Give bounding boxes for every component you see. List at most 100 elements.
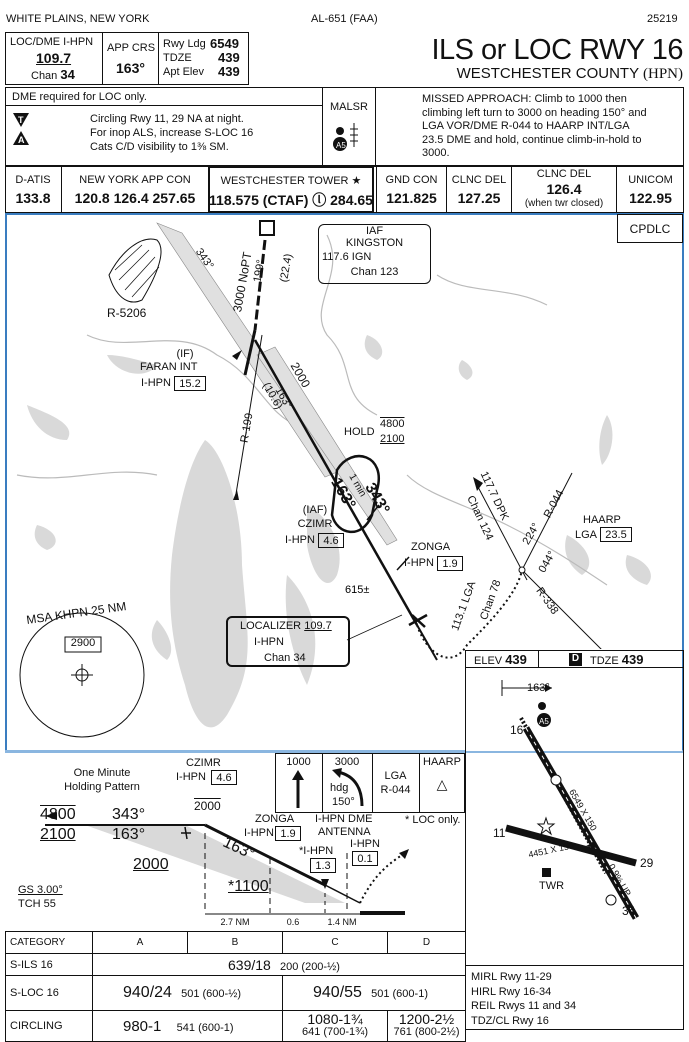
haarp-lga: LGA [575,529,598,541]
apt-elev-value: 439 [505,652,527,667]
rwy-ldg: 6549 [210,36,239,51]
reil-note: REIL Rwys 11 and 34 [471,1000,577,1012]
profile-dist2: 0.6 [286,917,300,927]
profile-czimr-dme: 4.6 [211,770,237,785]
app-crs-label: APP CRS [107,42,156,54]
comm-app-freq: 120.8 126.4 257.65 [74,190,196,206]
min-sloc-ab: 940/24 [123,984,172,1001]
comm-tower-freq: 118.575 (CTAF) ⓛ 284.65 [209,192,373,208]
zonga-name: ZONGA [411,541,451,553]
dme-required-note: DME required for LOC only. [12,91,147,103]
hold-label: HOLD [344,426,375,438]
apt-tdze-value: 439 [621,652,644,667]
malsr-icon: A5 [333,123,358,151]
notes-box [5,87,684,166]
apt-elev: 439 [218,64,240,79]
faran-dme: 15.2 [174,376,206,391]
apt-elev-label: Apt Elev [163,66,204,78]
climb-arrow-icon [292,770,304,808]
faran-name: FARAN INT [140,361,198,373]
comm-clnc-label: CLNC DEL [451,174,507,186]
hold-alt-top: 4800 [380,418,405,430]
profile-zonga-ihpn: I-HPN [244,827,274,839]
profile-crs-163: 163° [112,826,146,843]
faran-ihpn: I-HPN [141,377,171,389]
profile-title2: Holding Pattern [64,781,140,793]
min-sils-label: S-ILS 16 [5,953,93,976]
svg-text:A5: A5 [539,717,549,726]
comm-clnc2-label: CLNC DEL [536,168,592,180]
comm-clnc-freq: 127.25 [457,190,501,206]
haarp-triangle-icon: △ [436,776,448,792]
chan-value: 34 [60,67,75,82]
comm-clnc2-freq: 126.4 [546,181,582,197]
profile-ihpn01-label: I-HPN [350,838,380,850]
missed-step3a: LGA [384,770,407,782]
hold-alt-bot: 2100 [380,433,405,445]
rwy-11: 11 [493,826,506,840]
kingston-freq: 117.6 IGN [322,251,372,263]
profile-alt-2000: 2000 [133,856,169,873]
rwy-16: 16 [510,723,524,737]
minimums-table: CATEGORY A B C D S-ILS 16 639/18 200 (20… [5,931,466,1042]
min-header-c: C [282,931,388,954]
missed-step2-150: 150° [332,796,355,808]
czimr-iaf: (IAF) [302,504,328,516]
comm-gnd-label: GND CON [385,174,438,186]
missed-icons [275,753,465,813]
min-circ-a: 980-1 [123,1017,162,1035]
min-header-a: A [92,931,188,954]
zonga-dme: 1.9 [437,556,463,571]
localizer-ihpn: I-HPN [254,636,284,648]
missed-step2-hdg: hdg [330,782,349,794]
airport-diagram-graphic: A5 [501,680,640,920]
apt-inbound-crs: 163° [527,682,550,694]
min-sils-value: 639/18 [228,956,271,973]
min-header-category: CATEGORY [5,931,93,954]
comm-datis-freq: 133.8 [15,190,51,206]
min-circ-c-hat: 641 (700-1¾) [301,1026,369,1038]
rwy-34: 34 [622,904,636,918]
kingston-chan: Chan 123 [350,266,399,278]
r5206-label: R-5206 [107,306,147,320]
haarp-name: HAARP [583,514,621,526]
profile-alt-2000-top: 2000 [194,799,221,813]
zonga-ihpn: I-HPN [404,557,434,569]
brief-strip [5,32,249,85]
chart-id: AL-651 (FAA) [311,13,378,25]
kingston-box [318,224,431,284]
missed-step1: 1000 [286,756,311,768]
profile-antenna: ANTENNA [318,826,371,838]
profile-czimr: CZIMR [186,757,221,769]
plan-view-map: 615± [16,220,682,751]
rwy-ldg-label: Rwy Ldg [163,38,206,50]
malsr-label: MALSR [330,101,368,113]
min-sloc-cd: 940/55 [313,984,362,1001]
rwy-29: 29 [640,856,654,870]
turn-arrow-icon [332,768,364,807]
circling-note: Circling Rwy 11, 29 NA at night. [90,113,244,125]
min-circ-d: 1200-2½ [398,1011,455,1027]
profile-alt-1100: *1100 [228,878,269,895]
profile-graphic [45,812,409,915]
if-label: (IF) [176,348,194,360]
min-sils-hat: 200 (200-½) [280,960,340,973]
profile-tch: TCH 55 [18,898,56,910]
haarp-dme: 23.5 [600,527,632,542]
missed-step3b: R-044 [380,784,411,796]
min-circ-a-hat: 541 (600-1) [176,1021,234,1034]
svg-text:A5: A5 [336,141,346,150]
profile-dist3: 1.4 NM [327,917,357,927]
profile-ihpn13: 1.3 [310,858,336,873]
profile-zonga: ZONGA [255,813,295,825]
profile-gs: GS 3.00° [18,884,63,896]
tdze: 439 [218,50,240,65]
loc-label: LOC/DME I-HPN [10,36,94,48]
cpdlc-box: CPDLC [617,214,683,243]
comm-unicom-label: UNICOM [628,174,673,186]
localizer-freq: 109.7 [304,620,332,632]
airport-id: (HPN) [643,66,683,82]
msa-alt: 2900 [70,637,96,649]
takeoff-alternate-icons: T A [13,113,29,145]
min-header-d: D [387,931,466,954]
